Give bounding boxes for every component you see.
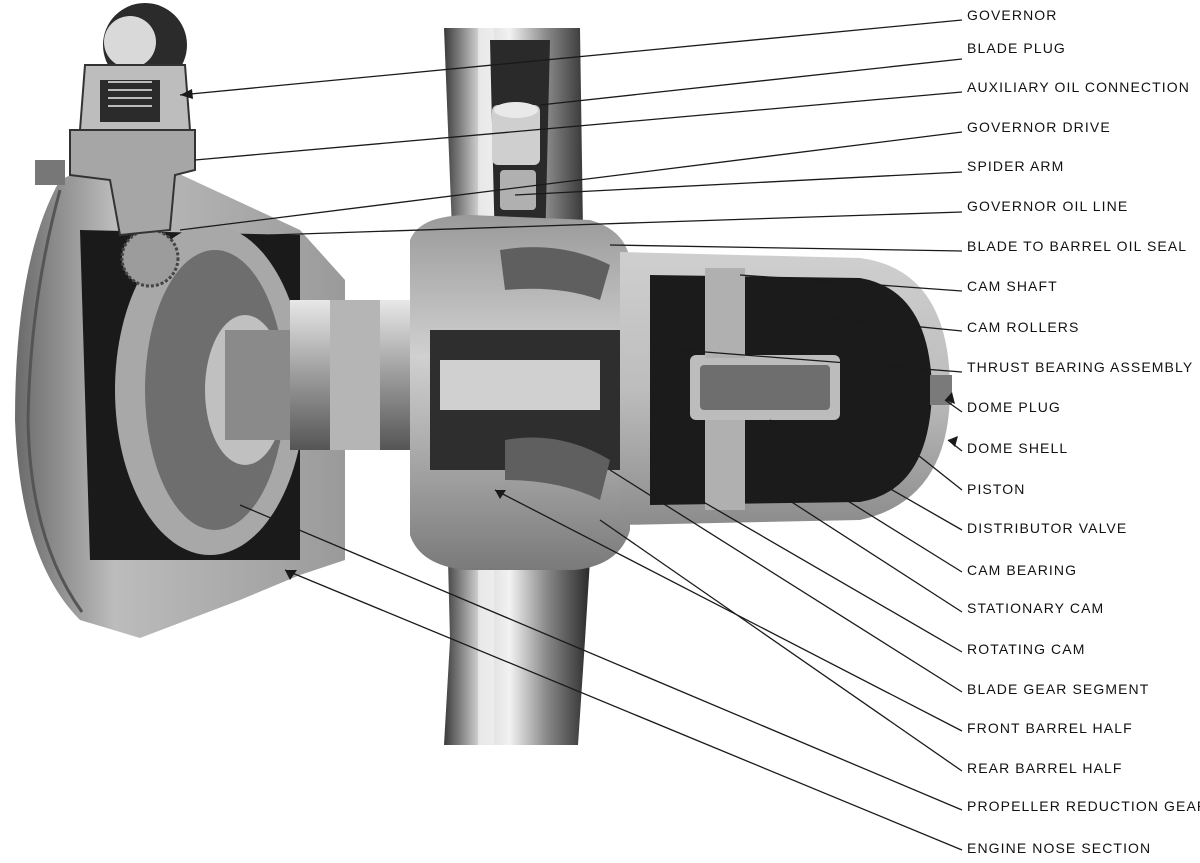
label-cam-rollers: CAM ROLLERS <box>967 319 1080 335</box>
label-blade-to-barrel-oil-seal: BLADE TO BARREL OIL SEAL <box>967 238 1188 254</box>
label-spider-arm: SPIDER ARM <box>967 158 1065 174</box>
label-cam-bearing: CAM BEARING <box>967 562 1078 578</box>
label-governor: GOVERNOR <box>967 7 1058 23</box>
label-front-barrel-half: FRONT BARREL HALF <box>967 720 1133 736</box>
label-governor-drive: GOVERNOR DRIVE <box>967 119 1111 135</box>
label-dome-plug: DOME PLUG <box>967 399 1061 415</box>
hub-barrel <box>410 215 630 570</box>
leader-arrowheads <box>180 89 958 580</box>
label-cam-shaft: CAM SHAFT <box>967 278 1058 294</box>
label-propeller-reduction-gear: PROPELLER REDUCTION GEAR <box>967 798 1200 814</box>
governor <box>35 3 196 237</box>
label-dome-shell: DOME SHELL <box>967 440 1069 456</box>
label-distributor-valve: DISTRIBUTOR VALVE <box>967 520 1128 536</box>
propeller-shaft <box>290 300 420 450</box>
label-auxiliary-oil-connection: AUXILIARY OIL CONNECTION <box>967 79 1190 95</box>
label-piston: PISTON <box>967 481 1026 497</box>
engine-nose-section <box>15 164 345 638</box>
label-blade-plug: BLADE PLUG <box>967 40 1066 56</box>
label-blade-gear-segment: BLADE GEAR SEGMENT <box>967 681 1150 697</box>
label-rotating-cam: ROTATING CAM <box>967 641 1086 657</box>
label-thrust-bearing-assembly: THRUST BEARING ASSEMBLY <box>967 359 1194 375</box>
label-rear-barrel-half: REAR BARREL HALF <box>967 760 1123 776</box>
label-stationary-cam: STATIONARY CAM <box>967 600 1105 616</box>
label-governor-oil-line: GOVERNOR OIL LINE <box>967 198 1129 214</box>
leader-lines <box>179 19 963 851</box>
dome-assembly <box>620 252 952 525</box>
label-engine-nose-section: ENGINE NOSE SECTION <box>967 840 1152 856</box>
